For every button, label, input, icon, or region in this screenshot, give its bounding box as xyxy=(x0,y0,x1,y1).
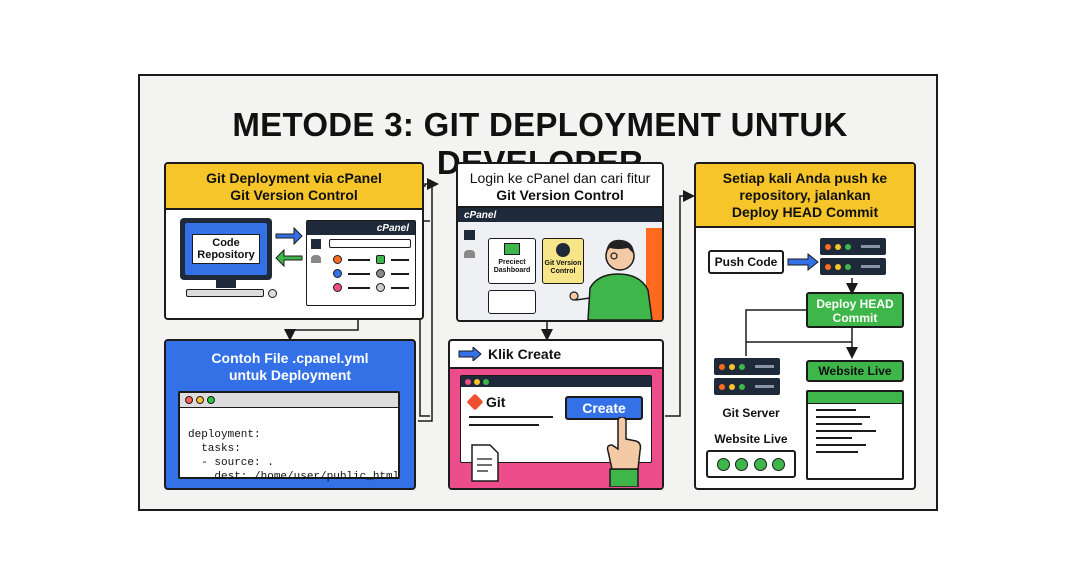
heading-line: Deploy HEAD Commit xyxy=(731,204,879,220)
code-window: deployment: tasks: - source: . dest: /ho… xyxy=(178,391,400,483)
infographic-frame: METODE 3: GIT DEPLOYMENT UNTUK DEVELOPER… xyxy=(138,74,938,511)
search-input[interactable] xyxy=(329,239,411,248)
badge-line: Commit xyxy=(832,311,878,325)
cpanel-window: cPanel xyxy=(306,220,416,306)
deploy-branch-lines xyxy=(745,278,858,359)
document-icon xyxy=(471,444,499,482)
monitor-label: Repository xyxy=(197,249,255,261)
tile-empty xyxy=(488,290,536,314)
website-live-label: Website Live xyxy=(714,432,788,446)
code-line: deployment: xyxy=(188,429,261,441)
panel-login-cpanel: Login ke cPanel dan cari fitur Git Versi… xyxy=(456,162,664,322)
deploy-head-commit-badge: Deploy HEAD Commit xyxy=(806,292,904,328)
monitor-icon: Code Repository xyxy=(180,218,272,280)
tile-project-dashboard[interactable]: Preciect Dashboard xyxy=(488,238,536,284)
panel-heading: Setiap kali Anda push ke repository, jal… xyxy=(696,164,914,228)
panel-cpanel-yml: Contoh File .cpanel.yml untuk Deployment… xyxy=(164,339,416,490)
pointer-hand-icon xyxy=(606,417,642,487)
heading-line: repository, jalankan xyxy=(739,187,871,203)
panel-heading: Login ke cPanel dan cari fitur Git Versi… xyxy=(458,164,662,208)
panel-push-deploy: Setiap kali Anda push ke repository, jal… xyxy=(694,162,916,490)
heading-line: Setiap kali Anda push ke xyxy=(722,170,888,186)
panel-heading: Klik Create xyxy=(450,341,662,369)
heading-line: Git Deployment via cPanel xyxy=(206,170,382,186)
code-line: tasks: xyxy=(188,443,241,455)
website-live-badge: Website Live xyxy=(806,360,904,382)
heading-line: untuk Deployment xyxy=(228,367,352,383)
cpanel-brand: cPanel xyxy=(376,222,409,234)
window-titlebar xyxy=(180,393,398,408)
panel-heading: Git Deployment via cPanel Git Version Co… xyxy=(166,164,422,208)
cpanel-feature-grid xyxy=(333,255,413,292)
cpanel-screen: cPanel Preciect Dashboard Git Version Co… xyxy=(458,208,662,320)
keyboard-icon xyxy=(186,289,264,297)
code-block: deployment: tasks: - source: . dest: /ho… xyxy=(180,408,400,488)
heading-line: Git Version Control xyxy=(496,187,624,203)
git-branch-icon xyxy=(556,243,570,257)
monitor-label: Code xyxy=(212,237,240,249)
git-label: Git xyxy=(486,394,506,410)
pink-area: Git Create xyxy=(450,369,662,488)
create-button[interactable]: Create xyxy=(565,396,643,420)
sync-arrows-icon xyxy=(275,226,303,268)
website-preview-window xyxy=(806,390,904,480)
window-titlebar xyxy=(461,376,651,387)
badge-line: Deploy HEAD xyxy=(816,297,894,311)
sidebar-icon xyxy=(311,239,321,249)
panel-klik-create: Klik Create Git Create xyxy=(448,339,664,490)
push-code-button: Push Code xyxy=(708,250,784,274)
git-server-label: Git Server xyxy=(722,406,780,420)
git-server-icon xyxy=(714,358,780,398)
panel-git-deployment: Git Deployment via cPanel Git Version Co… xyxy=(164,162,424,320)
code-repository-box: Code Repository xyxy=(192,234,260,264)
panel-heading: Contoh File .cpanel.yml untuk Deployment xyxy=(166,341,414,384)
server-stack-icon xyxy=(820,238,886,278)
tile-label: Git Version xyxy=(544,260,582,267)
code-line: - source: . xyxy=(188,457,274,469)
tile-label: Preciect xyxy=(498,259,526,266)
website-live-status-dots xyxy=(706,450,796,478)
arrow-right-icon xyxy=(787,252,819,272)
git-icon xyxy=(466,393,484,411)
person-illustration xyxy=(569,228,662,320)
cpanel-brand: cPanel xyxy=(464,209,497,221)
git-logo: Git xyxy=(466,393,506,411)
heading-text: Klik Create xyxy=(488,346,562,362)
sidebar-icon xyxy=(464,230,475,240)
panel-body: Code Repository cPanel xyxy=(166,208,422,318)
tile-label: Control xyxy=(550,268,576,275)
monitor-stand xyxy=(216,280,236,288)
arrow-right-icon xyxy=(458,347,482,361)
mouse-icon xyxy=(268,289,277,298)
heading-line: Contoh File .cpanel.yml xyxy=(211,350,369,366)
heading-line: Login ke cPanel dan cari fitur xyxy=(469,170,651,186)
users-icon xyxy=(311,255,321,263)
tile-git-version-control[interactable]: Git Version Control xyxy=(542,238,584,284)
tile-label: Dashboard xyxy=(493,267,531,274)
heading-line: Git Version Control xyxy=(230,187,358,203)
code-line: dest: /home/user/public_html xyxy=(188,471,400,483)
users-icon xyxy=(464,250,475,258)
